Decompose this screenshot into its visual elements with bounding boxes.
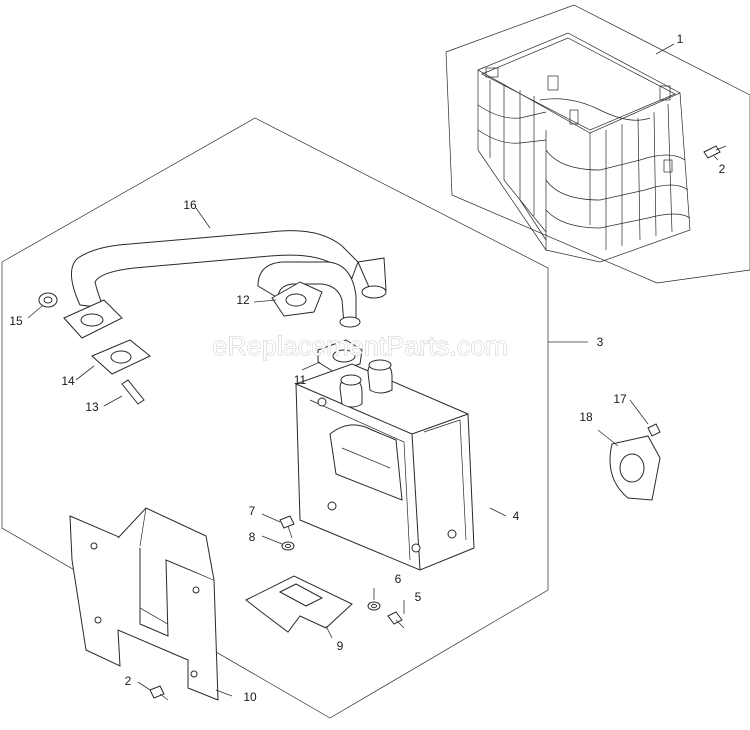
callout-5: 5 — [415, 590, 422, 604]
callout-14: 14 — [61, 374, 75, 388]
wire-basket — [477, 32, 691, 263]
callout-9: 9 — [337, 639, 344, 653]
callout-2-lower: 2 — [125, 674, 132, 688]
basket-kit-frame — [445, 4, 750, 284]
callout-6: 6 — [395, 572, 402, 586]
bolt-5 — [387, 611, 405, 629]
callout-10: 10 — [243, 690, 257, 704]
bolt-lower — [149, 685, 169, 701]
mounting-plate — [69, 507, 219, 701]
washer-8 — [281, 541, 295, 551]
bracket — [245, 575, 353, 633]
watermark: eReplacementParts.com — [212, 331, 508, 361]
callout-15: 15 — [9, 314, 23, 328]
callout-8: 8 — [249, 530, 256, 544]
callout-17: 17 — [613, 392, 627, 406]
leader-lines — [27, 43, 719, 697]
callout-numbers: 1 2 3 4 5 6 7 8 9 10 11 12 13 14 15 16 1… — [9, 32, 725, 704]
callout-18: 18 — [579, 410, 593, 424]
pipe-flange-right — [271, 281, 323, 317]
pipe-flange-left — [63, 299, 123, 339]
shield-screw — [647, 423, 661, 437]
callout-7: 7 — [249, 504, 256, 518]
bolt-7 — [279, 515, 295, 539]
callout-4: 4 — [513, 509, 520, 523]
exhaust-pipe — [71, 230, 387, 328]
muffler — [295, 359, 475, 571]
callout-11: 11 — [294, 373, 307, 387]
callout-1: 1 — [677, 32, 684, 46]
callout-12: 12 — [236, 293, 250, 307]
callout-13: 13 — [85, 400, 99, 414]
callout-3: 3 — [597, 335, 604, 349]
muffler-kit-frame — [1, 117, 549, 719]
bolt-upper — [703, 145, 727, 159]
washer-6 — [367, 601, 381, 611]
stud — [121, 379, 145, 405]
gasket — [91, 339, 151, 375]
nut — [38, 292, 58, 308]
callout-16: 16 — [183, 198, 197, 212]
callout-2-upper: 2 — [719, 162, 726, 176]
heat-shield — [609, 435, 661, 501]
